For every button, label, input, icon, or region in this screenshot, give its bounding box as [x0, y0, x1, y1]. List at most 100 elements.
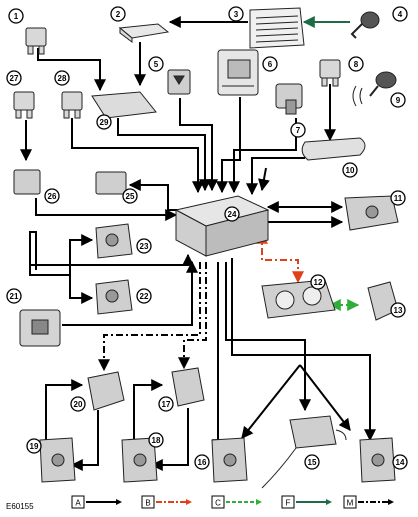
- badge-label: 12: [314, 278, 323, 287]
- badge-5: 5: [148, 56, 164, 72]
- door-lock-14-icon: [359, 437, 396, 483]
- legend-letter: C: [215, 499, 221, 508]
- m-lines: [98, 262, 207, 372]
- legend-item-A: A: [71, 495, 122, 509]
- line-26-to-24: [35, 198, 178, 221]
- badge-label: 16: [198, 458, 207, 467]
- badge-label: 6: [268, 60, 273, 69]
- badge-label: 4: [398, 10, 403, 19]
- badge-label: 7: [296, 126, 301, 135]
- badge-12: 12: [310, 274, 326, 290]
- badge-label: 17: [162, 400, 171, 409]
- badge-label: 5: [154, 60, 159, 69]
- badge-label: 29: [100, 118, 109, 127]
- badge-3: 3: [228, 6, 244, 22]
- latch-20-icon: [87, 371, 125, 411]
- module-29-icon: [91, 91, 157, 119]
- badge-label: 25: [126, 192, 135, 201]
- line-24-to-17: [178, 262, 207, 370]
- badge-label: 8: [354, 60, 359, 69]
- badge-label: 13: [394, 306, 403, 315]
- badge-label: 9: [396, 96, 401, 105]
- fuse-8-icon: [319, 59, 341, 87]
- connection-lines: [20, 16, 376, 471]
- line-7-to-10: [258, 167, 270, 192]
- badge-6: 6: [262, 56, 278, 72]
- line-7-to-24: [228, 118, 297, 194]
- badge-label: 19: [30, 442, 39, 451]
- switch-5-icon: [167, 69, 191, 95]
- line-10-to-24: [246, 157, 305, 196]
- legend-arrow: [388, 499, 394, 505]
- line-17-to-18: [150, 408, 189, 471]
- badge-label: 10: [346, 166, 355, 175]
- line-6-to-24: [216, 97, 241, 194]
- badge-label: 22: [140, 292, 149, 301]
- line-18-to-17: [133, 379, 164, 440]
- line-29-to-24: [117, 118, 211, 192]
- badge-13: 13: [390, 302, 406, 318]
- badge-1: 1: [8, 8, 24, 24]
- badge-9: 9: [390, 92, 406, 108]
- badge-label: 15: [308, 458, 317, 467]
- line-19-to-20: [45, 379, 84, 440]
- central-module-24-icon: [174, 195, 270, 257]
- line-5-to-24: [179, 98, 218, 192]
- legend-item-M: M: [343, 495, 394, 509]
- switch-21-icon: [19, 309, 61, 347]
- door-lock-18-icon: [121, 437, 158, 483]
- badge-27: 27: [6, 70, 22, 86]
- badge-label: 3: [234, 10, 239, 19]
- badge-8: 8: [348, 56, 364, 72]
- badge-label: 21: [10, 292, 19, 301]
- line-15-to-16: [241, 364, 301, 439]
- switch-pack-6-icon: [217, 49, 259, 96]
- fuse-27-icon: [13, 91, 35, 119]
- legend-letter: M: [347, 499, 354, 508]
- badge-25: 25: [122, 188, 138, 204]
- badge-22: 22: [136, 288, 152, 304]
- legend-item-C: C: [211, 495, 262, 509]
- line-21-to-24: [62, 260, 198, 326]
- legend-item-B: B: [141, 495, 192, 509]
- sensor-7-icon: [275, 83, 303, 115]
- badge-label: 24: [228, 210, 237, 219]
- relay-26-icon: [13, 169, 41, 195]
- line-junction-to-23: [69, 234, 94, 275]
- legend-arrow: [186, 499, 192, 505]
- badge-18: 18: [148, 432, 164, 448]
- badge-label: 18: [152, 436, 161, 445]
- line-28-to-24: [71, 118, 204, 194]
- badge-15: 15: [304, 454, 320, 470]
- mirror-10-icon: [301, 137, 366, 161]
- latch-17-icon: [171, 367, 205, 407]
- line-fuse1-to-29: [37, 48, 106, 92]
- legend-arrow: [256, 499, 262, 505]
- badge-label: 11: [394, 194, 403, 203]
- legend-letter: B: [145, 499, 150, 508]
- badge-23: 23: [136, 238, 152, 254]
- keyfob-9-icon: [352, 71, 397, 107]
- door-lock-16-icon: [211, 437, 248, 483]
- badge-label: 1: [14, 12, 19, 21]
- badge-16: 16: [194, 454, 210, 470]
- line-24-to-12: [256, 231, 304, 284]
- badge-label: 27: [10, 74, 19, 83]
- badge-label: 14: [396, 458, 405, 467]
- legend-letter: A: [75, 499, 81, 508]
- badge-17: 17: [158, 396, 174, 412]
- badge-label: 2: [116, 10, 121, 19]
- badge-2: 2: [110, 6, 126, 22]
- badge-label: 26: [48, 192, 57, 201]
- badge-label: 28: [58, 74, 67, 83]
- module-2-icon: [118, 23, 170, 43]
- actuator-23-icon: [95, 223, 133, 259]
- line-junction-to-22: [69, 275, 94, 304]
- legend-arrow: [326, 499, 332, 505]
- relay-25-icon: [95, 171, 127, 195]
- component-drawings: [13, 7, 399, 489]
- legend-arrow: [116, 499, 122, 505]
